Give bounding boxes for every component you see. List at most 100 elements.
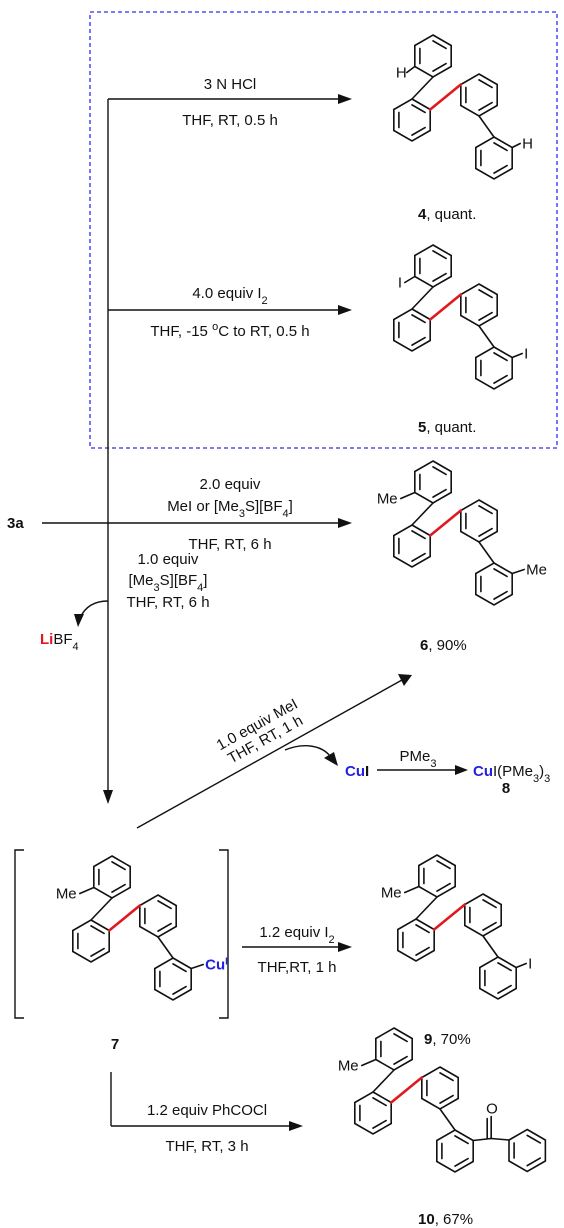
double-bond [415,924,430,934]
double-bond [432,272,447,282]
c10-label: 10, 67% [418,1211,473,1228]
single-bond [411,502,434,526]
double-bond [393,1055,408,1065]
central-red-bond [432,903,467,931]
single-bond [511,352,523,359]
double-bond [478,289,493,299]
hcl-line1: 3 N HCl [204,76,257,93]
copper-atom: CuI [205,956,228,974]
single-bond [411,286,434,310]
pme3-label: PMe3 [400,748,437,770]
double-bond [478,527,493,537]
double-bond [432,250,447,260]
double-bond [493,142,508,152]
methyl-line3: THF, RT, 6 h [188,536,271,553]
double-bond [478,101,493,111]
single-bond [404,275,416,284]
iodine-line1: 4.0 equiv I2 [192,285,267,307]
double-bond [497,962,512,972]
central-red-bond [389,1076,424,1104]
methyl-group: Me [381,885,402,902]
iodine-atom: I [524,346,528,363]
double-bond [493,374,508,384]
double-bond [111,861,126,871]
double-bond [411,530,426,540]
double-bond [90,925,105,935]
double-bond [411,552,426,562]
single-bond [472,1137,492,1142]
libf4-arrowhead [74,614,84,627]
hcl-arrowhead [338,94,352,104]
hydrogen-atom: H [522,136,533,153]
single-bond [190,963,204,970]
methyl-line1: 2.0 equiv [200,476,261,493]
libf4-curved-arrow [79,600,109,619]
double-bond [454,1157,469,1167]
single-bond [478,325,495,348]
double-bond [432,466,447,476]
single-bond [361,1058,377,1067]
methyl-group: Me [377,491,398,508]
central-red-bond [428,83,463,111]
single-bond [439,1108,456,1131]
molecule-5: II [393,244,528,390]
double-bond [497,984,512,994]
bracket-right [219,849,229,1019]
c7-label: 7 [111,1036,119,1053]
single-bond [400,491,416,500]
double-bond [493,164,508,174]
double-bond [415,946,430,956]
benzoyl-arrowhead [289,1121,303,1131]
double-bond [478,505,493,515]
double-bond [393,1033,408,1043]
cui-arrowhead [324,752,338,766]
double-bond [432,488,447,498]
double-bond [411,126,426,136]
molecule-10: MeO [338,1027,547,1173]
double-bond [157,922,172,932]
double-bond [493,590,508,600]
sulfonium-line1: 1.0 equiv [138,551,199,568]
double-bond [493,568,508,578]
single-bond [515,962,527,969]
single-bond [79,886,95,895]
double-bond [172,963,187,973]
double-bond [454,1135,469,1145]
highlight-box [89,11,558,449]
sulfonium-line2: [Me3S][BF4] [129,572,208,594]
benzoyl-line1: 1.2 equiv PhCOCl [147,1102,267,1119]
single-bond [415,896,438,920]
pme3-arrowhead [455,765,468,775]
single-bond [411,76,434,100]
start-label: 3a [7,515,24,532]
double-bond [372,1119,387,1129]
single-bond [478,541,495,564]
methyl-group: Me [526,562,547,579]
double-bond [439,1072,454,1082]
diagonal-arrow [136,679,403,829]
double-bond [157,900,172,910]
molecule-9: MeI [381,854,532,1000]
molecule-4: HH [393,34,533,180]
double-bond [439,1094,454,1104]
c6-label: 6, 90% [420,637,467,654]
single-bond [478,115,495,138]
double-bond [111,883,126,893]
iodine2-arrowhead [338,942,352,952]
cui-curved-arrow [284,745,331,757]
double-bond [436,860,451,870]
central-red-bond [428,509,463,537]
c4-label: 4, quant. [418,206,476,223]
single-bond [511,142,521,149]
double-bond [493,352,508,362]
libf4-label: LiBF4 [40,631,79,653]
cuipme3-label: CuI(PMe3)3 [473,763,550,785]
central-red-bond [428,293,463,321]
double-bond [411,314,426,324]
iodine2-line1: 1.2 equiv I2 [259,924,334,946]
c5-label: 5, quant. [418,419,476,436]
double-bond [482,899,497,909]
methyl-line2: MeI or [Me3S][BF4] [167,498,293,520]
single-bond [406,65,416,74]
